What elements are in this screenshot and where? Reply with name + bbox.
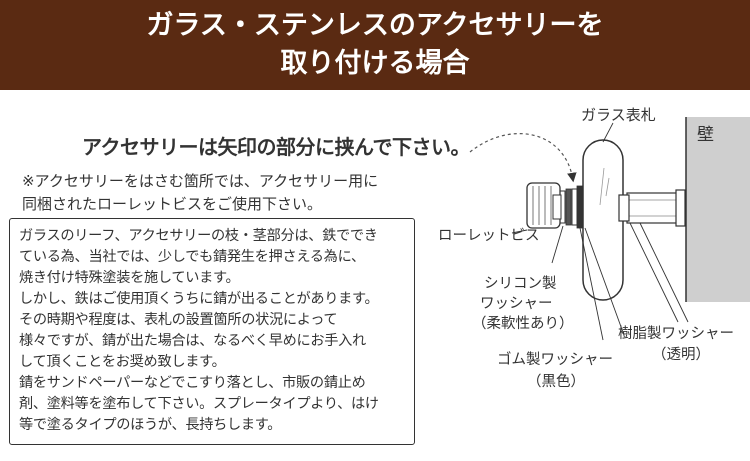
instruction-headline: アクセサリーは矢印の部分に挟んで下さい。 <box>82 135 471 159</box>
info-line: して頂くことをお奨め致します。 <box>19 354 226 370</box>
header-banner: ガラス・ステンレスのアクセサリーを 取り付ける場合 <box>0 0 750 90</box>
banner-title-line-2: 取り付ける場合 <box>280 48 470 79</box>
resin-washer-label-2: （透明） <box>652 346 710 363</box>
banner-title-line-1: ガラス・ステンレスのアクセサリーを <box>146 10 604 41</box>
silicone-washer-label-1: シリコン製 <box>484 275 557 292</box>
note-line-2: 同梱されたローレットビスをご使用下さい。 <box>22 195 323 213</box>
standoff-barrel <box>626 189 686 227</box>
resin-washer-label-1: 樹脂製ワッシャー <box>618 325 734 342</box>
silicone-washer-label-2: ワッシャー <box>480 296 553 312</box>
info-line: ている為、当社では、少しでも錆発生を押さえる為に、 <box>19 249 365 265</box>
knurled-screw <box>526 182 562 229</box>
info-line: その時期や程度は、表札の設置箇所の状況によって <box>19 312 338 328</box>
info-line: 等で塗るタイプのほうが、長持ちします。 <box>19 417 282 433</box>
info-line: 剤、塗料等を塗布して下さい。スプレータイプより、はけ <box>19 396 379 412</box>
info-line: 焼き付け特殊塗装を施しています。 <box>19 270 240 286</box>
insertion-arrow <box>469 133 577 183</box>
rust-info-box: ガラスのリーフ、アクセサリーの枝・茎部分は、鉄ででき ている為、当社では、少しで… <box>9 218 415 445</box>
glass-plate-label: ガラス表札 <box>581 106 656 124</box>
info-line: ガラスのリーフ、アクセサリーの枝・茎部分は、鉄ででき <box>19 228 378 244</box>
rubber-washer-label-1: ゴム製ワッシャー <box>497 350 613 368</box>
silicone-washer-label-3: （柔軟性あり） <box>472 315 574 332</box>
wall-label: 壁 <box>697 125 714 145</box>
leader-lines <box>511 122 689 341</box>
knurled-screw-label: ローレットビス <box>438 227 540 244</box>
wall <box>685 117 750 302</box>
info-line: 錆をサンドペーパーなどでこすり落とし、市販の錆止め <box>19 375 366 391</box>
glass-nameplate <box>582 139 630 301</box>
washer-stack <box>558 185 584 229</box>
info-line: 様々ですが、錆が出た場合は、なるべく早めにお手入れ <box>19 333 366 349</box>
note-text: ※アクセサリーをはさむ箇所では、アクセサリー用に 同梱されたローレットビスをご使… <box>22 170 378 216</box>
info-line: しかし、鉄はご使用頂くうちに錆が出ることがあります。 <box>19 291 379 307</box>
note-line-1: ※アクセサリーをはさむ箇所では、アクセサリー用に <box>22 172 379 190</box>
rubber-washer-label-2: （黒色） <box>527 373 585 390</box>
